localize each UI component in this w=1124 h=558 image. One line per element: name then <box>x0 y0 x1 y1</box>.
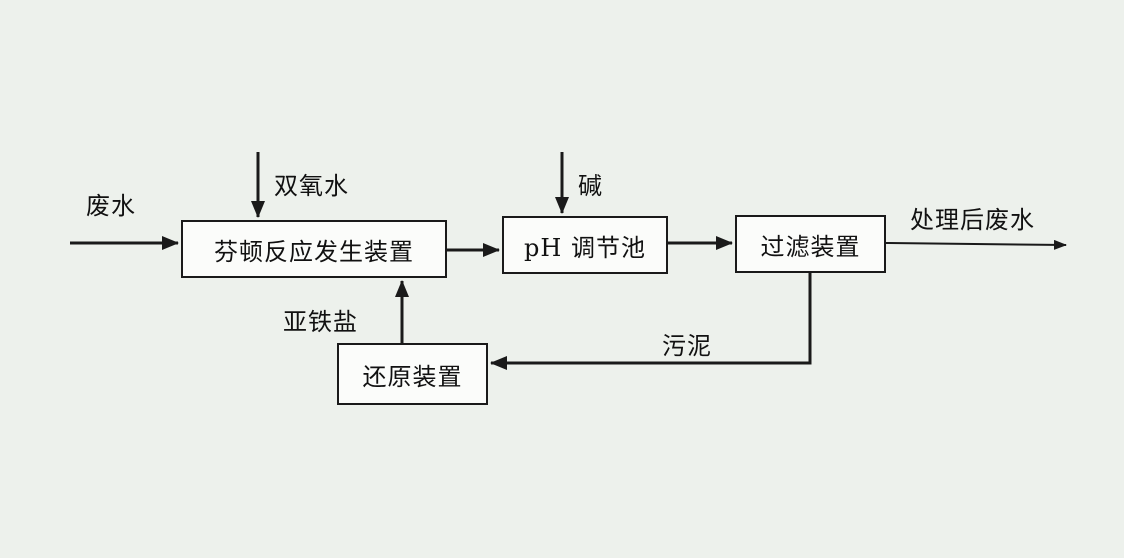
label-hydrogen-peroxide: 双氧水 <box>274 172 349 200</box>
node-filtration-unit-label: 过滤装置 <box>760 232 861 261</box>
node-fenton-reactor: 芬顿反应发生装置 <box>181 220 447 278</box>
node-reduction-unit-label: 还原装置 <box>362 362 463 391</box>
label-wastewater-in: 废水 <box>86 192 136 220</box>
node-fenton-reactor-label: 芬顿反应发生装置 <box>214 237 414 266</box>
label-ferrous-salt: 亚铁盐 <box>283 308 358 336</box>
label-alkali: 碱 <box>578 172 603 200</box>
node-reduction-unit: 还原装置 <box>337 343 488 405</box>
node-filtration-unit: 过滤装置 <box>735 215 886 273</box>
arrow-sludge-to-reduction <box>490 273 812 370</box>
arrow-treated-outflow <box>885 239 1067 250</box>
node-ph-adjustment-pool-label: pH 调节池 <box>524 233 646 262</box>
label-treated-wastewater: 处理后废水 <box>910 206 1035 234</box>
node-ph-adjustment-pool: pH 调节池 <box>502 216 668 274</box>
label-sludge: 污泥 <box>662 332 712 360</box>
